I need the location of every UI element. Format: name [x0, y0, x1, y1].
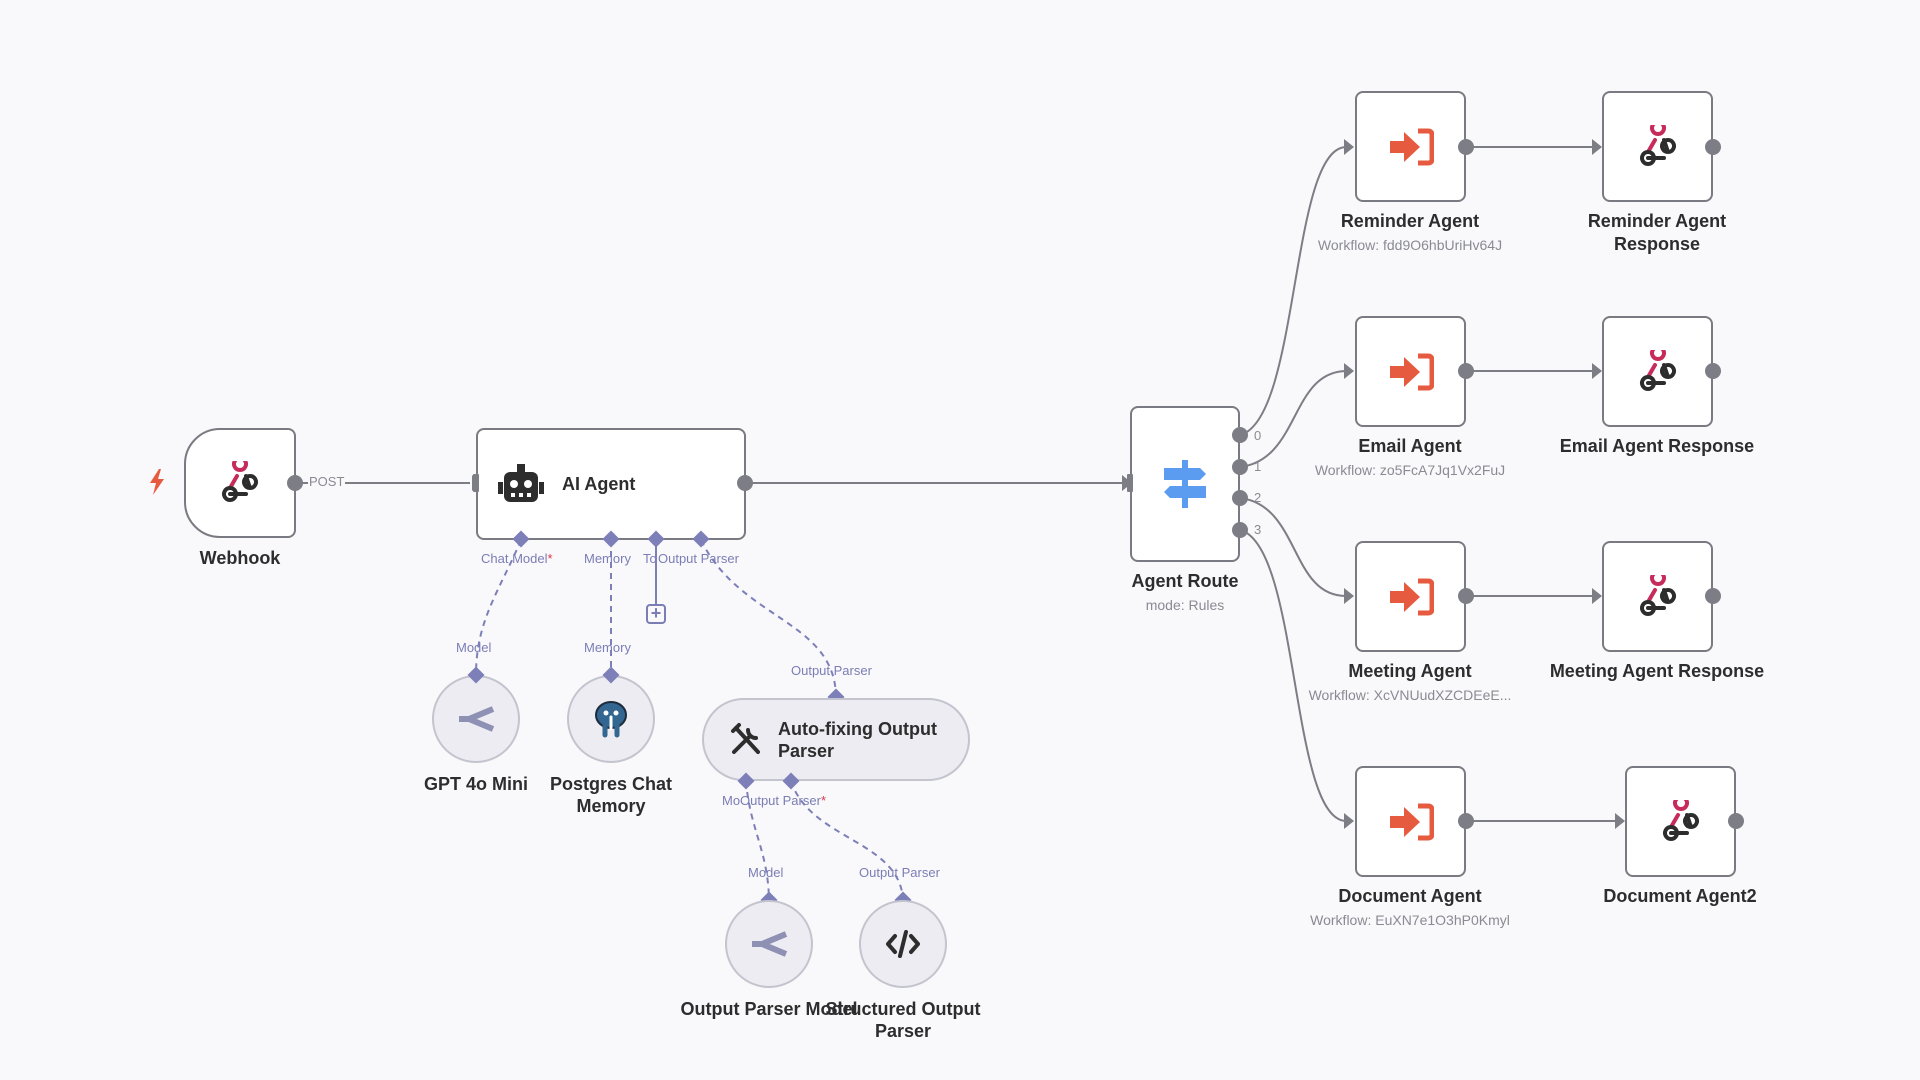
tool-port-label: To — [643, 551, 657, 566]
sign-in-icon — [1388, 353, 1434, 391]
email-agent-subtitle: Workflow: zo5FcA7Jq1Vx2FuJ — [1314, 462, 1506, 478]
ai-agent-node[interactable]: AI Agent — [476, 428, 746, 540]
reminder-response-output-handle[interactable] — [1705, 139, 1721, 155]
postgres-title-line2: Memory — [576, 796, 646, 816]
router-output-2[interactable] — [1232, 490, 1248, 506]
meeting-agent-subtitle: Workflow: XcVNUudXZCDEeE... — [1308, 687, 1512, 703]
email-agent-node[interactable] — [1355, 316, 1466, 427]
autofix-node[interactable]: Auto-fixing Output Parser — [702, 698, 970, 781]
signpost-icon — [1162, 460, 1208, 508]
document-response-node[interactable] — [1625, 766, 1736, 877]
ai-agent-title: AI Agent — [562, 474, 636, 494]
edge-router-reminder — [1239, 146, 1347, 436]
structured-title-line1: Structured Output — [825, 999, 981, 1019]
document-response-output-handle[interactable] — [1728, 813, 1744, 829]
postgres-title-line1: Postgres Chat — [549, 774, 673, 794]
email-response-title: Email Agent Response — [1559, 436, 1755, 456]
gpt-port-label: Model — [456, 640, 492, 655]
output-parser-port-label: Output Parser — [658, 551, 739, 566]
document-agent-output-handle[interactable] — [1458, 813, 1474, 829]
sign-in-icon — [1388, 578, 1434, 616]
router-node[interactable] — [1130, 406, 1240, 562]
trigger-bolt-icon — [148, 469, 166, 500]
document-agent-subtitle: Workflow: EuXN7e1O3hP0Kmyl — [1310, 912, 1510, 928]
chat-model-port-label: Chat Model* — [481, 551, 553, 566]
reminder-response-title-line2: Response — [1613, 234, 1701, 254]
router-output-label-1: 1 — [1254, 459, 1262, 474]
meeting-agent-title: Meeting Agent — [1348, 661, 1472, 681]
gpt-title: GPT 4o Mini — [423, 774, 528, 794]
router-output-label-3: 3 — [1254, 522, 1262, 537]
postgres-node[interactable] — [567, 675, 655, 763]
autofix-title: Auto-fixing Output Parser — [778, 718, 937, 761]
parser-model-node[interactable] — [725, 900, 813, 988]
document-agent-title: Document Agent — [1338, 886, 1482, 906]
sign-in-icon — [1388, 128, 1434, 166]
router-input-handle[interactable] — [1127, 474, 1133, 492]
meeting-response-node[interactable] — [1602, 541, 1713, 652]
email-agent-title: Email Agent — [1358, 436, 1462, 456]
openai-icon — [457, 704, 495, 734]
ai-agent-input-handle[interactable] — [473, 474, 479, 492]
reminder-agent-node[interactable] — [1355, 91, 1466, 202]
add-tool-button[interactable]: + — [646, 604, 666, 624]
postgres-port-label: Memory — [584, 640, 631, 655]
openai-icon — [750, 929, 788, 959]
autofix-port-label: Output Parser — [791, 663, 872, 678]
webhook-icon — [1636, 124, 1680, 169]
memory-port-label: Memory — [584, 551, 631, 566]
autofix-model-port-label: Mo — [722, 793, 741, 808]
webhook-output-handle[interactable] — [287, 475, 303, 491]
email-response-node[interactable] — [1602, 316, 1713, 427]
document-agent-node[interactable] — [1355, 766, 1466, 877]
webhook-title: Webhook — [199, 548, 281, 568]
webhook-icon — [1659, 799, 1703, 844]
tools-icon — [728, 722, 764, 758]
parser-model-port-label: Model — [748, 865, 784, 880]
reminder-response-node[interactable] — [1602, 91, 1713, 202]
router-output-0[interactable] — [1232, 427, 1248, 443]
reminder-response-title-line1: Reminder Agent — [1587, 211, 1727, 231]
sign-in-icon — [1388, 803, 1434, 841]
parser-model-title: Output Parser Model — [680, 999, 858, 1019]
router-output-3[interactable] — [1232, 522, 1248, 538]
structured-node[interactable] — [859, 900, 947, 988]
router-title: Agent Route — [1131, 571, 1239, 591]
document-response-title: Document Agent2 — [1603, 886, 1757, 906]
reminder-agent-title: Reminder Agent — [1340, 211, 1480, 231]
email-response-output-handle[interactable] — [1705, 363, 1721, 379]
webhook-icon — [1636, 574, 1680, 619]
router-output-label-0: 0 — [1254, 428, 1262, 443]
meeting-response-output-handle[interactable] — [1705, 588, 1721, 604]
meeting-agent-output-handle[interactable] — [1458, 588, 1474, 604]
ai-agent-output-handle[interactable] — [737, 475, 753, 491]
meeting-response-title: Meeting Agent Response — [1549, 661, 1765, 681]
webhook-icon — [218, 461, 262, 505]
gpt-node[interactable] — [432, 675, 520, 763]
reminder-agent-subtitle: Workflow: fdd9O6hbUriHv64J — [1317, 237, 1503, 253]
router-output-label-2: 2 — [1254, 490, 1262, 505]
code-icon — [885, 930, 921, 958]
postgres-icon — [591, 699, 631, 739]
meeting-agent-node[interactable] — [1355, 541, 1466, 652]
structured-port-label: Output Parser — [859, 865, 940, 880]
reminder-agent-output-handle[interactable] — [1458, 139, 1474, 155]
webhook-edge-label: POST — [308, 474, 346, 489]
router-output-1[interactable] — [1232, 459, 1248, 475]
robot-icon — [498, 464, 544, 504]
structured-title-line2: Parser — [874, 1021, 932, 1041]
router-subtitle: mode: Rules — [1145, 597, 1225, 613]
webhook-icon — [1636, 349, 1680, 394]
webhook-node[interactable] — [184, 428, 296, 538]
email-agent-output-handle[interactable] — [1458, 363, 1474, 379]
autofix-parser-port-label: Output Parser* — [740, 793, 826, 808]
